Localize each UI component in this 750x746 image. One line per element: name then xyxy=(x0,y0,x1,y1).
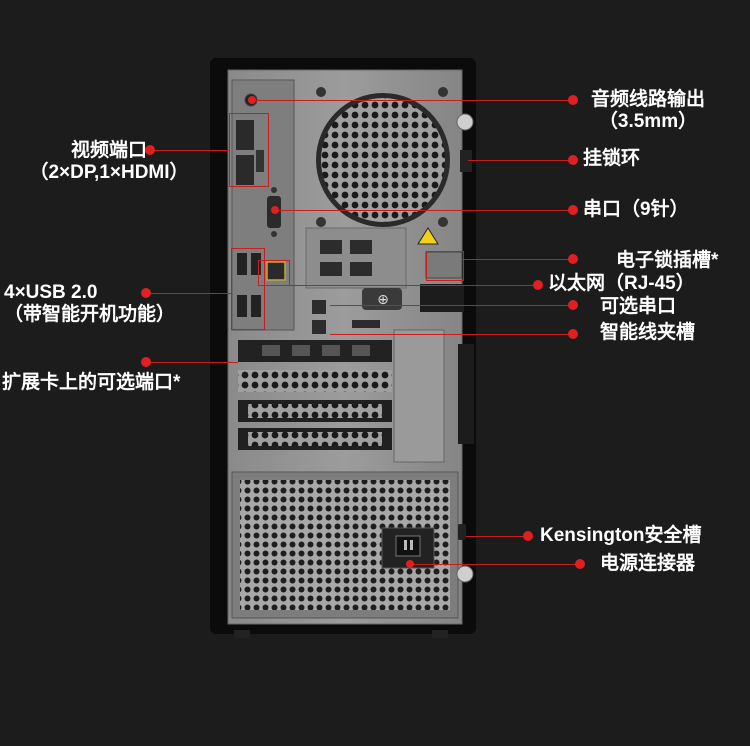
thumb-screw-bottom xyxy=(456,565,474,583)
leader-optional-serial xyxy=(330,305,573,306)
leader-power xyxy=(410,564,580,565)
leader-expansion xyxy=(146,362,238,363)
warning-label xyxy=(417,227,439,245)
ethernet-highlight xyxy=(258,260,290,286)
cable-clip-bracket xyxy=(420,284,464,312)
label-audio-out-line2: （3.5mm） xyxy=(598,111,698,132)
elock-slot-highlight xyxy=(426,251,464,281)
label-ethernet: 以太网（RJ-45） xyxy=(548,273,695,294)
dot-padlock xyxy=(568,155,578,165)
svg-text:⊕: ⊕ xyxy=(377,292,389,308)
usb-ports-highlight xyxy=(231,248,265,330)
padlock-loop-tab xyxy=(460,150,472,172)
leader-cable-clip xyxy=(330,334,573,335)
label-elock-slot: 电子锁插槽* xyxy=(616,250,719,271)
usb-2 xyxy=(251,253,261,275)
label-kensington: Kensington安全槽 xyxy=(540,525,702,546)
label-smart-cable-clip: 智能线夹槽 xyxy=(600,322,696,343)
thumb-screw-top xyxy=(456,113,474,131)
leader-video xyxy=(150,150,230,151)
video-ports-highlight xyxy=(229,113,269,187)
dot-kensington xyxy=(523,531,533,541)
label-expansion-ports: 扩展卡上的可选端口* xyxy=(2,372,181,393)
label-optional-serial: 可选串口 xyxy=(600,296,677,317)
label-power-connector: 电源连接器 xyxy=(600,553,696,574)
rj45-port xyxy=(266,261,286,281)
leader-padlock xyxy=(468,160,573,161)
usb-1 xyxy=(237,253,247,275)
point-audio xyxy=(248,96,256,104)
knockout-panel xyxy=(305,227,407,289)
label-padlock-loop: 挂锁环 xyxy=(583,148,641,169)
label-video-ports-line1: 视频端口 xyxy=(70,140,147,161)
leader-kensington xyxy=(466,536,528,537)
dot-power xyxy=(575,559,585,569)
usb-3 xyxy=(237,295,247,317)
fan-screw-tr xyxy=(438,87,448,97)
dot-optional-serial xyxy=(568,300,578,310)
hdmi-port xyxy=(256,150,264,172)
dot-cable-clip xyxy=(568,329,578,339)
label-audio-out: 音频线路输出 （3.5mm） xyxy=(583,89,713,133)
leader-usb xyxy=(146,293,232,294)
point-serial xyxy=(271,206,279,214)
elock-slot xyxy=(425,251,463,279)
label-audio-out-line1: 音频线路输出 xyxy=(590,89,705,110)
usb-4 xyxy=(251,295,261,317)
leader-audio xyxy=(252,100,573,101)
label-usb-ports-line2: （带智能开机功能） xyxy=(4,304,176,325)
fan-screw-tl xyxy=(316,87,326,97)
fan-screw-bl xyxy=(316,217,326,227)
dot-video xyxy=(145,145,155,155)
label-serial-port: 串口（9针） xyxy=(583,199,689,220)
kensington-slot xyxy=(458,524,466,540)
dot-usb xyxy=(141,288,151,298)
point-power xyxy=(406,560,414,568)
fan-screw-br xyxy=(438,217,448,227)
side-latch xyxy=(458,344,474,444)
label-video-ports-line2: （2×DP,1×HDMI） xyxy=(29,162,189,183)
label-usb-ports-line1: 4×USB 2.0 xyxy=(4,282,98,303)
dot-ethernet xyxy=(533,280,543,290)
dp-port-1 xyxy=(236,120,254,150)
dp-port-2 xyxy=(236,155,254,185)
expansion-slots xyxy=(238,329,445,463)
leader-ethernet xyxy=(288,285,538,286)
leader-serial xyxy=(275,210,573,211)
label-usb-ports: 4×USB 2.0 （带智能开机功能） xyxy=(4,282,175,326)
dot-audio xyxy=(568,95,578,105)
fan-grille xyxy=(321,98,445,222)
leader-elock xyxy=(462,259,573,260)
label-video-ports: 视频端口 （2×DP,1×HDMI） xyxy=(0,140,218,184)
dot-serial xyxy=(568,205,578,215)
dot-elock xyxy=(568,254,578,264)
dot-expansion xyxy=(141,357,151,367)
optional-serial-cover xyxy=(362,288,402,310)
